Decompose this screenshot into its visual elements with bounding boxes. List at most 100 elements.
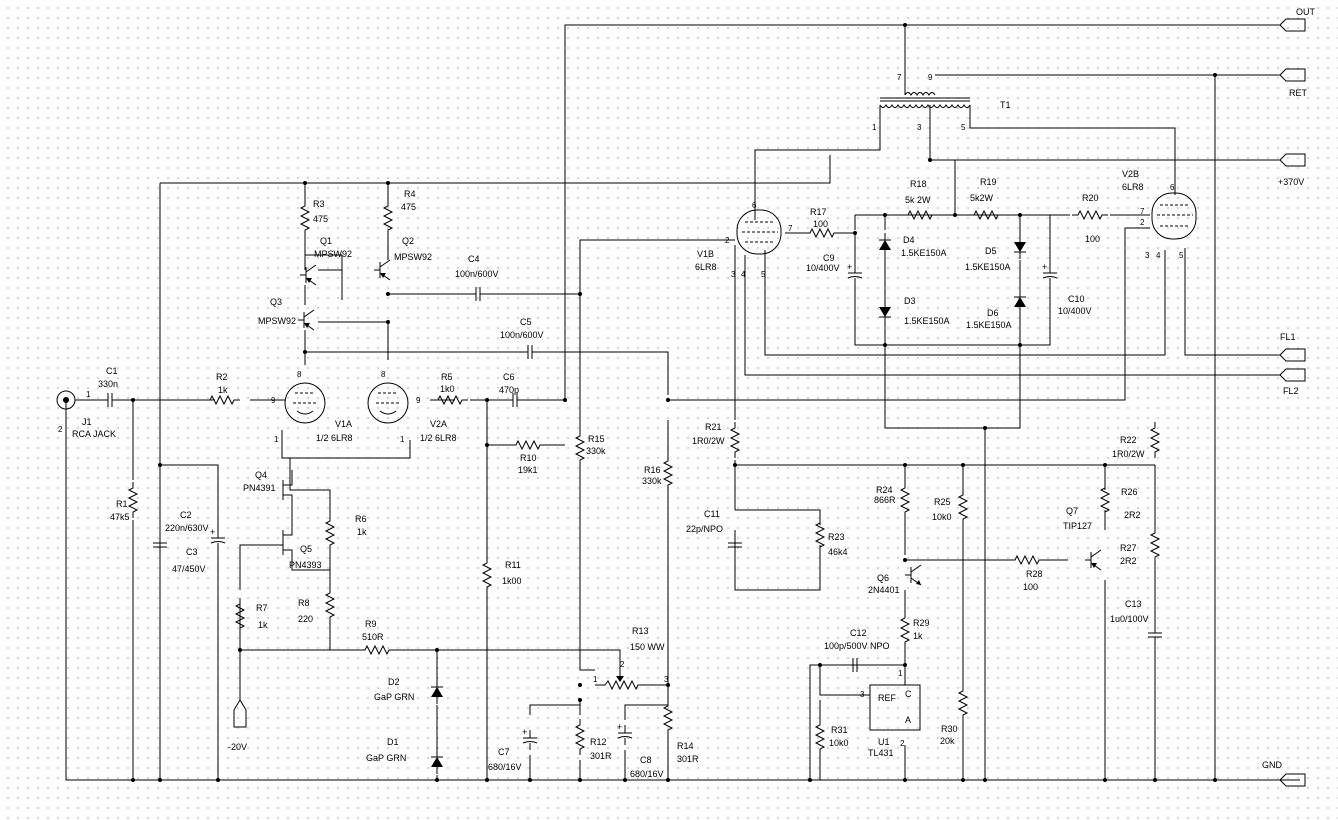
- r28-ref: R28: [1026, 569, 1043, 579]
- u1-ref: U1: [878, 737, 890, 747]
- r3-value: 475: [313, 214, 328, 224]
- r9-value: 510R: [362, 632, 384, 642]
- r30-value: 20k: [940, 736, 955, 746]
- r7-ref: R7: [256, 603, 268, 613]
- v2b-pentode: [1151, 192, 1197, 240]
- r10-resistor: [509, 440, 547, 450]
- q7-ref: Q7: [1066, 506, 1078, 516]
- r27-value: 2R2: [1120, 556, 1137, 566]
- q2-transistor: [373, 259, 391, 281]
- junction-dots: [131, 23, 1217, 782]
- v2a-pin1: 1: [400, 435, 405, 444]
- q3-transistor: [297, 309, 315, 331]
- c8-value: 680/16V: [630, 769, 664, 779]
- j1-rca-jack[interactable]: [56, 390, 100, 410]
- r5-value: 1k0: [440, 384, 455, 394]
- r22-resistor: [1150, 421, 1160, 459]
- port-fl2[interactable]: FL2: [1279, 368, 1306, 396]
- r28-value: 100: [1023, 582, 1038, 592]
- r25-value: 10k0: [932, 512, 952, 522]
- r24-resistor: [900, 481, 910, 519]
- r17-resistor: [803, 228, 841, 238]
- u1-tl431: [869, 684, 921, 731]
- c10-ref: C10: [1068, 294, 1085, 304]
- q2-ref: Q2: [402, 236, 414, 246]
- q7-transistor: [1084, 549, 1102, 571]
- d2-led: [430, 679, 444, 705]
- r8-ref: R8: [298, 598, 310, 608]
- v1a-ref: V1A: [335, 419, 352, 429]
- d5-zener: [1013, 234, 1027, 260]
- r19-resistor: [967, 210, 1005, 220]
- r16-ref: R16: [644, 465, 661, 475]
- r26-resistor: [1100, 481, 1110, 519]
- c13-capacitor: [1147, 624, 1163, 646]
- t1-ref: T1: [1000, 100, 1011, 110]
- r13-potentiometer[interactable]: [595, 670, 650, 691]
- q5-jfet: [275, 505, 330, 571]
- c10-capacitor: [1041, 261, 1058, 286]
- v1b-ref: V1B: [697, 249, 714, 259]
- v2b-pin7: 7: [1140, 207, 1145, 216]
- r1-value: 47k5: [110, 512, 130, 522]
- q5-value: PN4393: [289, 560, 322, 570]
- q5-ref: Q5: [300, 544, 312, 554]
- u1-value: TL431: [868, 748, 894, 758]
- r15-value: 330k: [586, 446, 606, 456]
- c8-ref: C8: [640, 755, 652, 765]
- r13-ref: R13: [632, 626, 649, 636]
- c3-capacitor: [209, 526, 226, 551]
- v1b-value: 6LR8: [695, 262, 717, 272]
- port-ret[interactable]: RET: [1279, 68, 1308, 98]
- r3-resistor: [300, 199, 310, 237]
- c5-capacitor: [519, 344, 541, 360]
- v1a-value: 1/2 6LR8: [316, 433, 353, 443]
- v1b-pin5: 5: [761, 270, 766, 279]
- r27-resistor: [1150, 526, 1160, 564]
- c13-ref: C13: [1125, 599, 1142, 609]
- r18-resistor: [901, 210, 939, 220]
- r31-value: 10k0: [829, 738, 849, 748]
- d4-zener: [878, 232, 892, 258]
- v1a-pin1: 1: [274, 435, 279, 444]
- svg-text:FL2: FL2: [1283, 386, 1299, 396]
- r27-ref: R27: [1120, 543, 1137, 553]
- r4-value: 475: [401, 202, 416, 212]
- u1-ref-pin-label: REF: [878, 693, 897, 703]
- port-out[interactable]: OUT: [1279, 7, 1316, 32]
- svg-text:-20V: -20V: [228, 742, 247, 752]
- r13-value: 150 WW: [630, 642, 665, 652]
- q4-jfet: [282, 470, 300, 505]
- r12-ref: R12: [590, 737, 607, 747]
- port-gnd[interactable]: GND: [1262, 760, 1306, 787]
- port-neg20v[interactable]: -20V: [228, 699, 247, 752]
- port-b-plus[interactable]: +370V: [1278, 153, 1306, 187]
- q4-value: PN4391: [243, 483, 276, 493]
- d1-value: GaP GRN: [366, 753, 406, 763]
- r29-value: 1k: [913, 631, 923, 641]
- r10-value: 19k1: [518, 465, 538, 475]
- q3-ref: Q3: [270, 297, 282, 307]
- u1-pin1: 1: [898, 669, 903, 678]
- c7-ref: C7: [498, 747, 510, 757]
- r20-ref: R20: [1082, 193, 1099, 203]
- r19-ref: R19: [980, 177, 997, 187]
- r7-value: 1k: [258, 620, 268, 630]
- r25-resistor: [958, 488, 968, 526]
- d5-ref: D5: [985, 246, 997, 256]
- r18-ref: R18: [910, 179, 927, 189]
- t1-pin1: 1: [872, 123, 877, 132]
- r1-ref: R1: [116, 499, 128, 509]
- r19-value: 5k2W: [970, 193, 994, 203]
- r22-value: 1R0/2W: [1112, 449, 1145, 459]
- r14-ref: R14: [677, 741, 694, 751]
- port-fl1[interactable]: FL1: [1279, 332, 1306, 362]
- v1b-pentode: [736, 209, 782, 255]
- r11-resistor: [482, 556, 492, 594]
- c9-value: 10/400V: [806, 263, 840, 273]
- r26-value: 2R2: [1124, 510, 1141, 520]
- v2a-pin9: 9: [416, 396, 421, 405]
- r28-resistor: [1008, 555, 1046, 565]
- r16-value: 330k: [642, 476, 662, 486]
